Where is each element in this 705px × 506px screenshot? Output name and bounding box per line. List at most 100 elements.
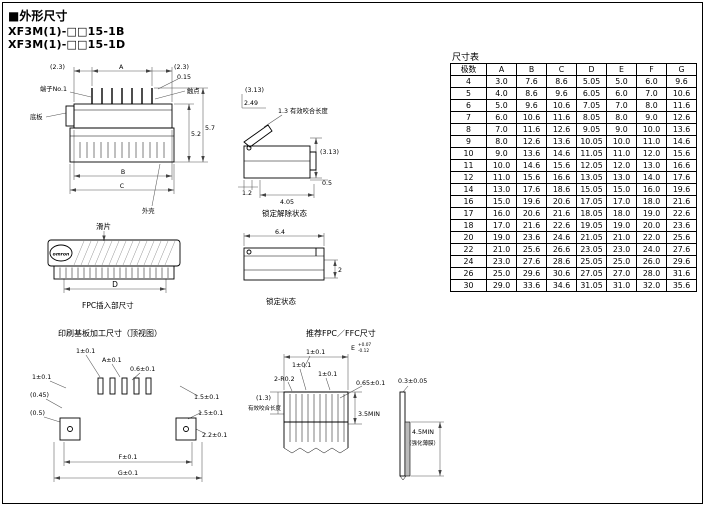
dim-d-label: D: [112, 280, 118, 289]
dim-2-3-right-label: (2.3): [174, 64, 189, 71]
size-table-header-cell: D: [576, 63, 607, 76]
dim-a-label: A: [119, 64, 124, 71]
table-cell: 25.05: [576, 255, 607, 268]
table-cell: 25.6: [666, 231, 697, 244]
fpc-dim-e-minus-label: -0.12: [358, 348, 369, 354]
table-cell: 15.6: [516, 171, 547, 184]
table-cell: 17.6: [516, 183, 547, 196]
table-cell: 12.6: [516, 135, 547, 148]
table-cell: 21.0: [486, 243, 517, 256]
pcb-title: 印刷基板加工尺寸（顶视图）: [58, 328, 162, 338]
table-cell: 19.0: [606, 219, 637, 232]
base-plate-label: 底板: [30, 112, 43, 121]
fpc-insertion-caption: FPC插入部尺寸: [82, 300, 134, 310]
table-cell: 8.0: [606, 111, 637, 124]
table-cell: 13.0: [606, 171, 637, 184]
table-cell: 16: [450, 195, 487, 208]
table-cell: 8.0: [636, 99, 667, 112]
table-cell: 29.0: [486, 279, 517, 292]
table-cell: 33.6: [516, 279, 547, 292]
table-cell: 5.0: [486, 99, 517, 112]
table-cell: 21.05: [576, 231, 607, 244]
table-cell: 14.0: [636, 171, 667, 184]
pcb-dim-2-2-label: 2.2±0.1: [202, 432, 227, 439]
model-number-1: XF3M(1)-□□15-1B: [8, 25, 125, 38]
front-view-labels: (2.3) A (2.3) 0.15 端子No.1 触点 底板 5.2 5.7 …: [30, 64, 215, 215]
table-cell: 6: [450, 99, 487, 112]
table-cell: 10.6: [516, 111, 547, 124]
table-cell: 23.0: [606, 243, 637, 256]
table-cell: 9.6: [546, 87, 577, 100]
side-locked-dimension-lines: [243, 233, 338, 279]
top-view-labels: 滑片 omron D FPC插入部尺寸: [53, 221, 134, 310]
fpc-dim-0-65-label: 0.65±0.1: [356, 380, 385, 387]
table-cell: 12.6: [666, 111, 697, 124]
table-cell: 12.0: [606, 159, 637, 172]
fpc-dim-e-plus-label: +0.07: [358, 342, 371, 348]
table-cell: 16.6: [546, 171, 577, 184]
pcb-dim-1-5-lower-label: 1.5±0.1: [198, 410, 223, 417]
dim-c-label: C: [120, 183, 125, 190]
table-cell: 28.0: [636, 267, 667, 280]
dim-0-5-label: 0.5: [322, 180, 332, 187]
section-title: ■外形尺寸: [8, 9, 68, 23]
table-cell: 5.05: [576, 75, 607, 88]
table-cell: 26: [450, 267, 487, 280]
table-cell: 25.6: [516, 243, 547, 256]
size-table-header-cell: B: [516, 63, 547, 76]
table-cell: 27.05: [576, 267, 607, 280]
size-table-header-cell: G: [666, 63, 697, 76]
fpc-dim-1-a-label: 1±0.1: [306, 349, 325, 356]
table-cell: 10.0: [486, 159, 517, 172]
table-cell: 11.05: [576, 147, 607, 160]
table-cell: 8.05: [576, 111, 607, 124]
pcb-dim-0-45-label: (0.45): [30, 392, 49, 399]
pcb-dim-0-6-label: 0.6±0.1: [130, 366, 155, 373]
table-cell: 20.0: [636, 219, 667, 232]
dim-3-13-right-label: (3.13): [320, 149, 339, 156]
table-cell: 27.6: [666, 243, 697, 256]
table-cell: 10.0: [606, 135, 637, 148]
table-cell: 10.05: [576, 135, 607, 148]
table-cell: 7.0: [606, 99, 637, 112]
table-cell: 31.05: [576, 279, 607, 292]
table-cell: 31.6: [666, 267, 697, 280]
table-cell: 9.0: [486, 147, 517, 160]
fpc-labels: 推荐FPC／FFC尺寸 E +0.07 -0.12 1±0.1 1±0.1 2-…: [248, 328, 439, 447]
table-cell: 31.0: [606, 279, 637, 292]
table-cell: 4.0: [486, 87, 517, 100]
released-state-caption: 锁定解除状态: [262, 208, 307, 218]
dim-b-label: B: [121, 169, 125, 176]
dim-2-3-left-label: (2.3): [50, 64, 65, 71]
dim-0-15-label: 0.15: [177, 74, 191, 81]
table-cell: 19.6: [666, 183, 697, 196]
table-cell: 18.05: [576, 207, 607, 220]
fpc-dim-3-5min-label: 3.5MIN: [358, 411, 380, 418]
table-cell: 17.05: [576, 195, 607, 208]
table-cell: 7: [450, 111, 487, 124]
table-cell: 35.6: [666, 279, 697, 292]
table-cell: 15.05: [576, 183, 607, 196]
pcb-pattern-drawing: 印刷基板加工尺寸（顶视图） 1±0.1 A±0.1 0.6±0.1 1±0.1 …: [30, 328, 227, 482]
side-locked-labels: 6.4 2 锁定状态: [266, 229, 342, 306]
side-released-body: [243, 124, 317, 179]
slider-label: 滑片: [96, 221, 111, 231]
table-cell: 9.6: [516, 99, 547, 112]
table-cell: 17: [450, 207, 487, 220]
table-cell: 30.6: [546, 267, 577, 280]
fpc-dim-2-r02-label: 2-R0.2: [274, 376, 295, 383]
table-cell: 20: [450, 231, 487, 244]
fpc-ribbon: [283, 391, 411, 481]
table-cell: 6.0: [636, 75, 667, 88]
engage-length-label: 1.3 有效咬合长度: [278, 106, 329, 115]
